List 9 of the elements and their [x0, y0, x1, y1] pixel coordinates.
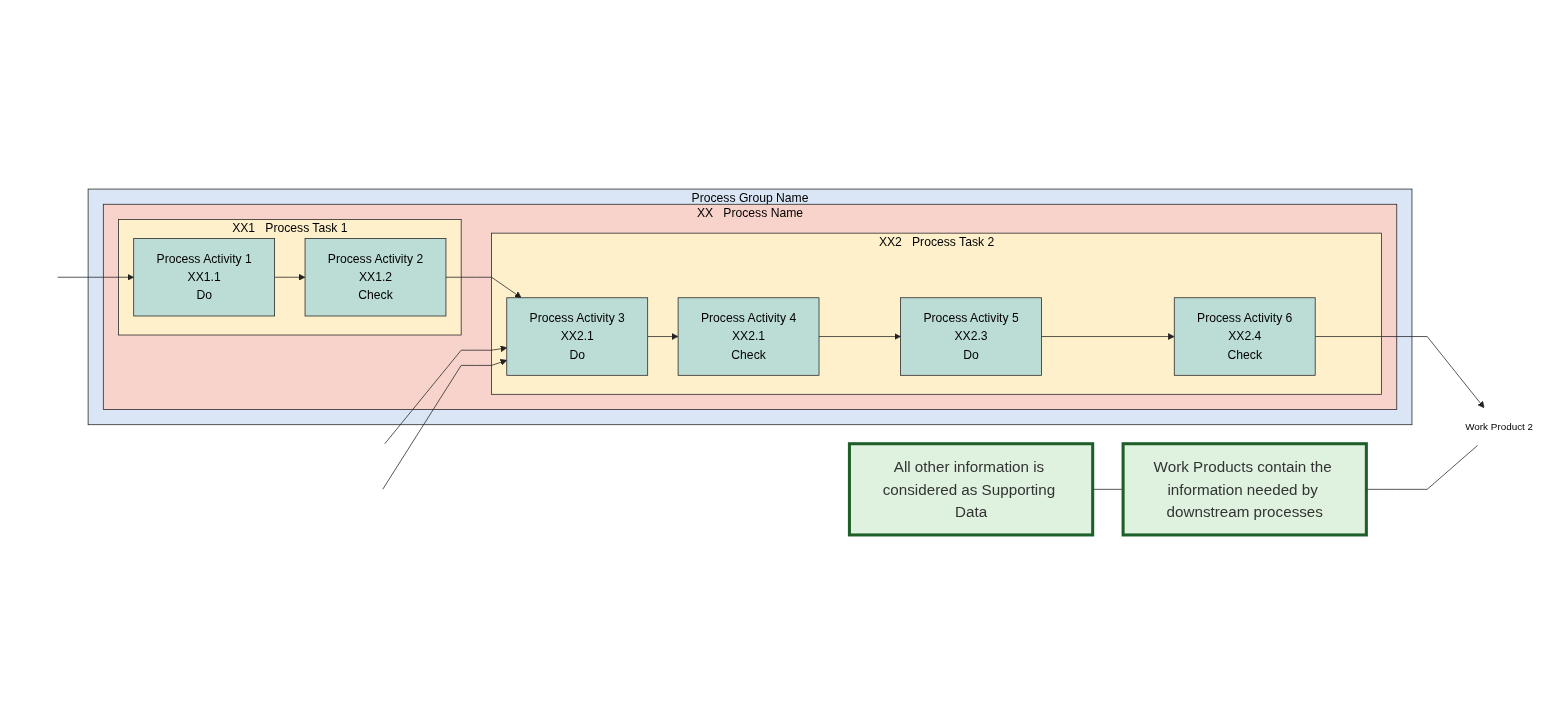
node-box: Process Activity 3 XX2.1 Do	[506, 297, 649, 376]
node-box: Process Activity 2 XX1.2 Check	[304, 238, 447, 317]
node-box: All other information is considered as Supporting Data	[847, 442, 1095, 537]
node-box: Process Activity 6 XX2.4 Check	[1173, 297, 1316, 376]
node-box: Work Products contain the information needed by downstream processes	[1121, 442, 1368, 537]
node-text: Work Product 2	[1465, 420, 1534, 433]
node-box: Process Activity 4 XX2.1 Check	[677, 297, 820, 376]
node-box: Process Activity 1 XX1.1 Do	[133, 238, 275, 317]
node-box: Process Activity 5 XX2.3 Do	[900, 297, 1042, 376]
